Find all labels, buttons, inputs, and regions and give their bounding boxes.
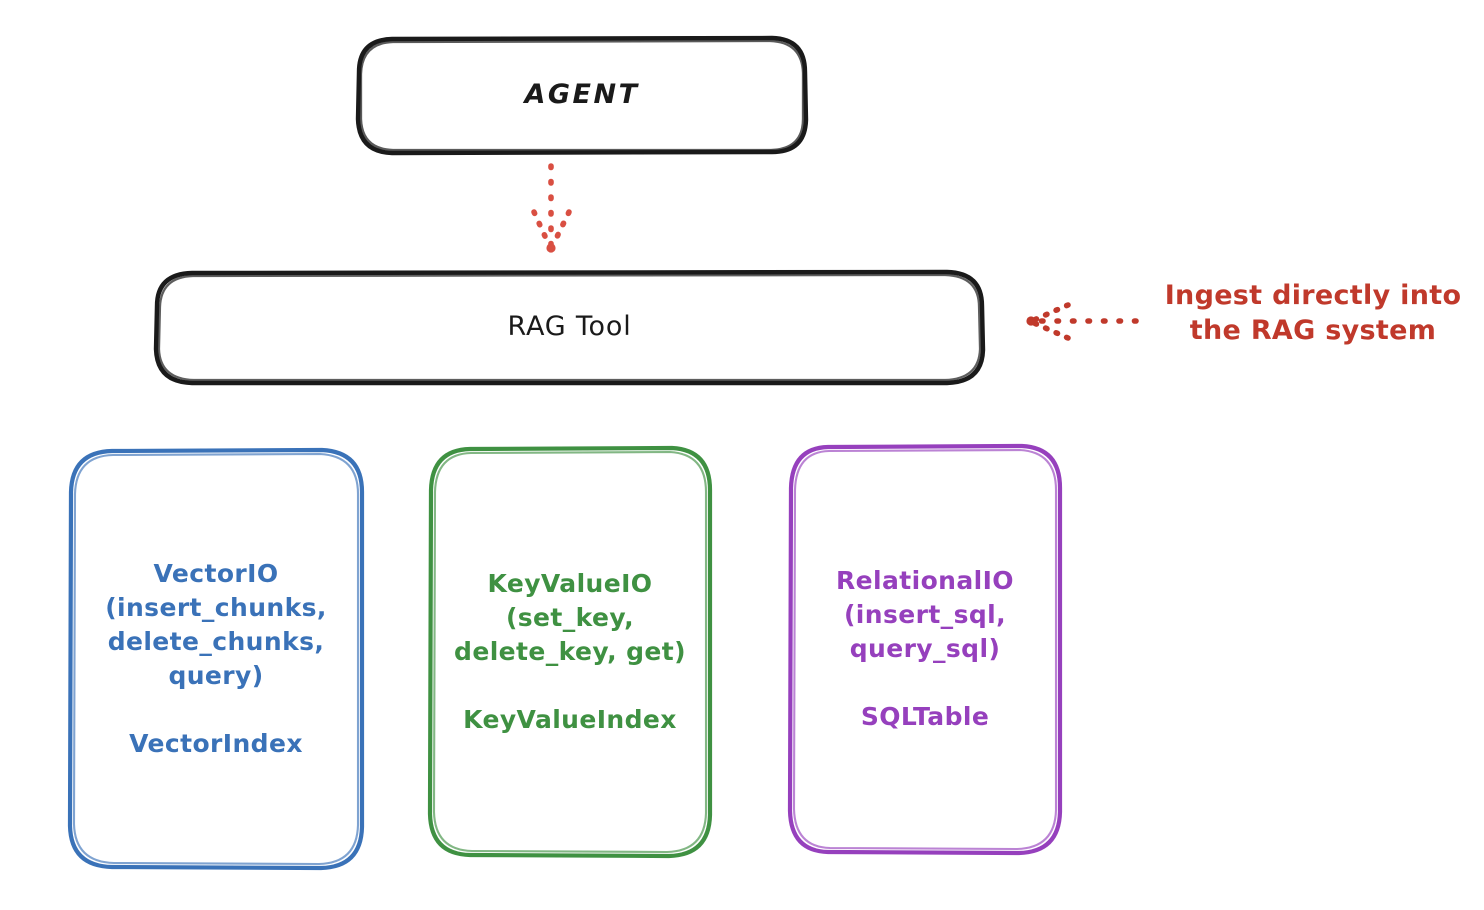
node-key-value-io-secondary-label: KeyValueIndex bbox=[463, 705, 677, 734]
node-relational-io-label: RelationalIO (insert_sql, query_sql) bbox=[836, 566, 1014, 663]
vector-io-box-outline bbox=[67, 447, 365, 871]
node-agent[interactable]: AGENT bbox=[358, 38, 806, 153]
node-relational-io[interactable]: RelationalIO (insert_sql, query_sql) SQL… bbox=[790, 446, 1060, 852]
connector-ingest-to-rag-tool bbox=[1026, 302, 1139, 341]
node-relational-io-secondary-label: SQLTable bbox=[860, 702, 990, 731]
relational-io-box-outline bbox=[787, 443, 1063, 856]
node-rag-tool[interactable]: RAG Tool bbox=[156, 272, 983, 383]
rag-tool-box-outline bbox=[153, 269, 986, 386]
annotation-ingest: Ingest directly into the RAG system bbox=[1164, 280, 1462, 347]
node-key-value-io[interactable]: KeyValueIO (set_key, delete_key, get) Ke… bbox=[430, 448, 710, 856]
agent-box-outline bbox=[355, 35, 809, 156]
node-agent-label: AGENT bbox=[524, 79, 640, 111]
key-value-io-box-outline bbox=[427, 445, 713, 859]
node-vector-io-secondary-label: VectorIndex bbox=[129, 729, 303, 758]
node-key-value-io-label: KeyValueIO (set_key, delete_key, get) bbox=[454, 569, 686, 666]
node-vector-io[interactable]: VectorIO (insert_chunks, delete_chunks, … bbox=[70, 450, 362, 868]
node-rag-tool-label: RAG Tool bbox=[507, 311, 632, 343]
connector-agent-to-rag-tool bbox=[531, 163, 572, 253]
node-vector-io-label: VectorIO (insert_chunks, delete_chunks, … bbox=[105, 559, 327, 690]
